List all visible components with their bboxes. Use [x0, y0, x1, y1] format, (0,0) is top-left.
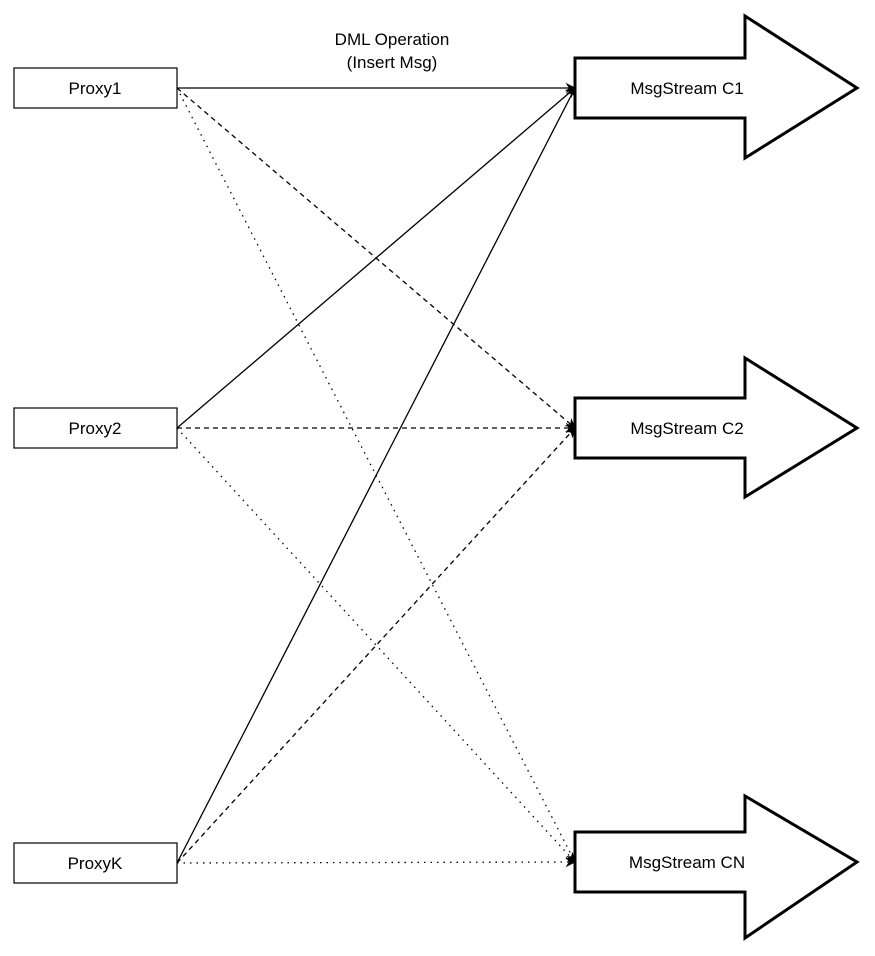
- msgstream-c1-arrow[interactable]: MsgStream C1: [573, 13, 860, 161]
- edge-label-line2: (Insert Msg): [347, 53, 438, 72]
- edge-proxy2-to-cn: [176, 427, 576, 863]
- proxyk-node[interactable]: ProxyK: [13, 842, 178, 884]
- edges: [176, 82, 577, 868]
- proxyk-label: ProxyK: [68, 854, 123, 873]
- proxy2-label: Proxy2: [69, 419, 122, 438]
- msgstream-c2-arrow[interactable]: MsgStream C2: [573, 355, 860, 500]
- msgstream-c1-label: MsgStream C1: [630, 79, 743, 98]
- msgstream-cn-arrow[interactable]: MsgStream CN: [573, 793, 860, 941]
- edge-proxyk-to-c1: [176, 87, 576, 864]
- proxy2-node[interactable]: Proxy2: [13, 407, 178, 449]
- edge-proxy2-to-c1: [176, 87, 576, 429]
- proxy1-label: Proxy1: [69, 79, 122, 98]
- msgstream-c2-label: MsgStream C2: [630, 419, 743, 438]
- edge-proxyk-to-cn: [176, 856, 577, 868]
- proxy1-node[interactable]: Proxy1: [13, 67, 178, 109]
- msgstream-cn-label: MsgStream CN: [629, 853, 745, 872]
- edge-label-line1: DML Operation: [335, 30, 450, 49]
